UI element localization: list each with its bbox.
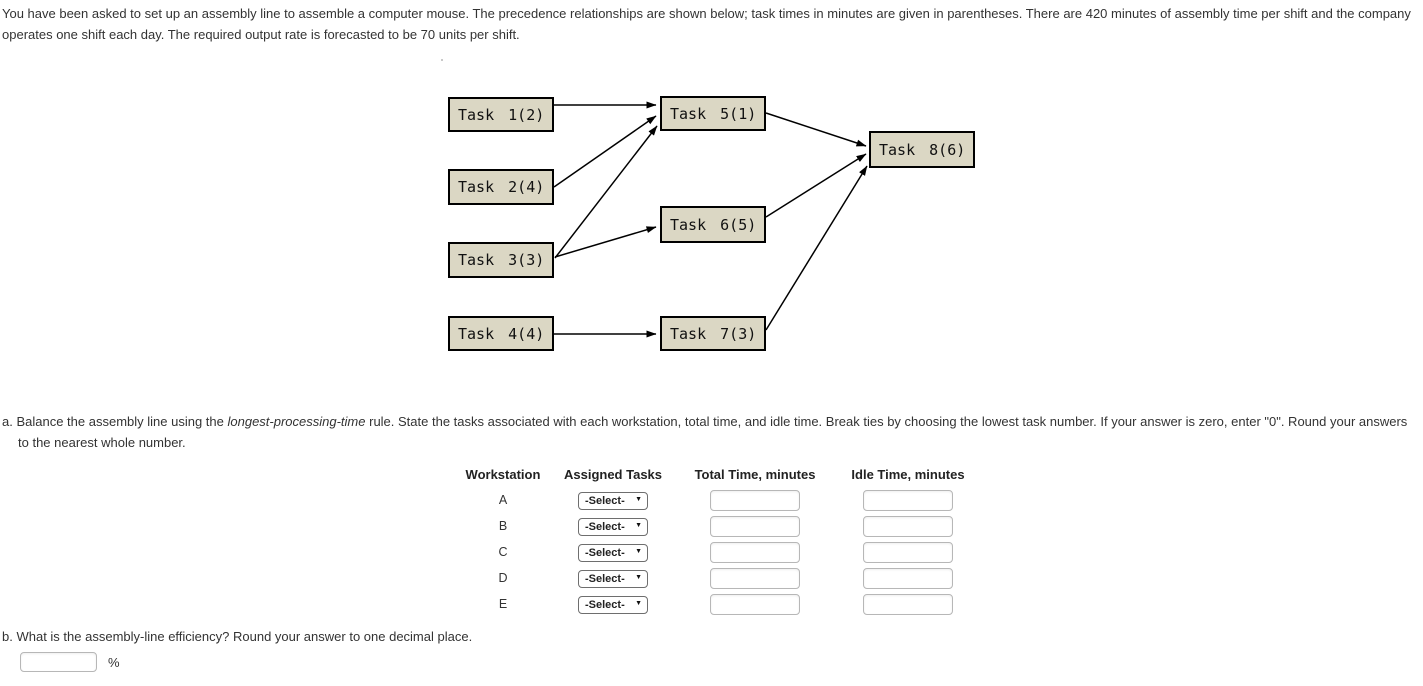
screen-artifact-dot (441, 59, 443, 61)
question-a-label: a. (2, 414, 13, 429)
task-7-box: Task 7(3) (660, 316, 766, 351)
arrow-3-to-5 (554, 125, 658, 259)
arrow-7-to-8 (765, 165, 868, 331)
total-time-input-e[interactable] (710, 593, 800, 615)
task-8-box: Task 8(6) (869, 131, 975, 168)
question-a-text-suffix: rule. State the tasks associated with ea… (18, 414, 1408, 450)
total-time-input-c[interactable] (710, 541, 800, 563)
workstation-a-label: A (498, 493, 508, 507)
header-idle-time: Idle Time, minutes (851, 467, 965, 482)
idle-time-input-c[interactable] (863, 541, 953, 563)
header-total-time: Total Time, minutes (694, 467, 816, 482)
task-6-box: Task 6(5) (660, 206, 766, 243)
intro-text: You have been asked to set up an assembl… (2, 6, 1411, 42)
header-assigned-tasks: Assigned Tasks (563, 467, 663, 482)
idle-time-input-d[interactable] (863, 567, 953, 589)
arrow-6-to-8 (765, 153, 867, 218)
assigned-tasks-select-b[interactable]: -Select- (578, 518, 648, 536)
total-time-input-b[interactable] (710, 515, 800, 537)
question-a-italic-term: longest-processing-time (227, 414, 366, 429)
assigned-tasks-select-e[interactable]: -Select- (578, 596, 648, 614)
workstation-e-label: E (498, 597, 508, 611)
arrow-2-to-5 (553, 115, 657, 188)
total-time-input-a[interactable] (710, 489, 800, 511)
question-a: a. Balance the assembly line using the l… (2, 411, 1421, 453)
task-2-box: Task 2(4) (448, 169, 554, 205)
workstation-c-label: C (498, 545, 508, 559)
efficiency-input[interactable] (20, 652, 97, 672)
arrow-5-to-8 (765, 112, 867, 147)
workstation-b-label: B (498, 519, 508, 533)
idle-time-input-a[interactable] (863, 489, 953, 511)
workstation-d-label: D (498, 571, 508, 585)
question-a-text-prefix: Balance the assembly line using the (16, 414, 228, 429)
header-workstation: Workstation (465, 467, 541, 482)
question-b-label: b. (2, 629, 13, 644)
question-b: b. What is the assembly-line efficiency?… (2, 629, 472, 644)
workstation-table: Workstation Assigned Tasks Total Time, m… (455, 467, 981, 617)
percent-unit-label: % (108, 654, 120, 670)
task-4-box: Task 4(4) (448, 316, 554, 351)
task-3-box: Task 3(3) (448, 242, 554, 278)
question-b-text: What is the assembly-line efficiency? Ro… (16, 629, 473, 644)
assigned-tasks-select-c[interactable]: -Select- (578, 544, 648, 562)
assigned-tasks-select-d[interactable]: -Select- (578, 570, 648, 588)
idle-time-input-b[interactable] (863, 515, 953, 537)
task-1-box: Task 1(2) (448, 97, 554, 132)
idle-time-input-e[interactable] (863, 593, 953, 615)
arrow-3-to-6 (554, 226, 657, 258)
task-5-box: Task 5(1) (660, 96, 766, 131)
assigned-tasks-select-a[interactable]: -Select- (578, 492, 648, 510)
total-time-input-d[interactable] (710, 567, 800, 589)
